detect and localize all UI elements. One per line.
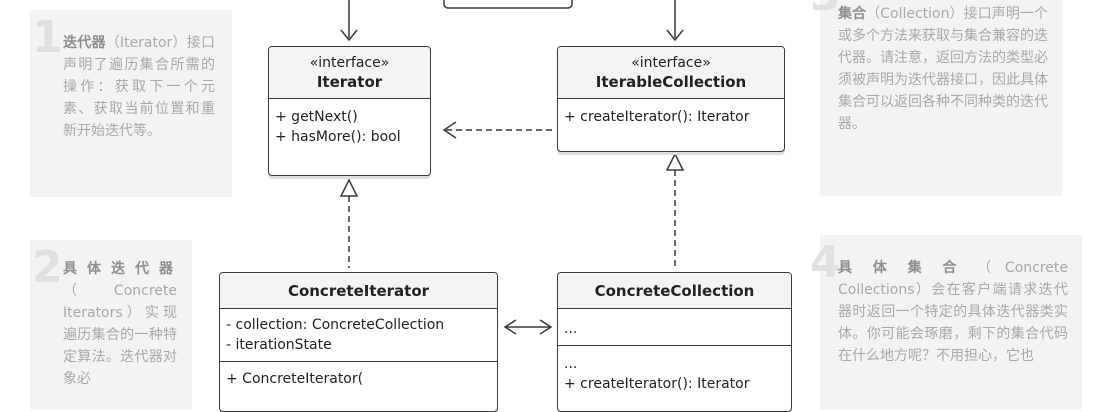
concrete-iterator-class: ConcreteIterator - collection: ConcreteC… (219, 272, 498, 412)
client-box-edge (443, 0, 573, 9)
stereotype-label: «interface» (631, 55, 711, 71)
field: - collection: ConcreteCollection (226, 317, 445, 333)
realization-triangle-collection (665, 152, 685, 171)
field: - iterationState (226, 337, 332, 353)
note-title: 迭代器 (63, 35, 106, 51)
association-arrowhead-right (539, 319, 553, 335)
note-4: 4 具体集合（Concrete Collections）会在客户端请求迭代器时返… (810, 235, 1082, 410)
note-title: 具体集合 (838, 260, 978, 276)
note-text: （Collection）接口声明一个或多个方法来获取与集合兼容的迭代器。请注意，… (838, 6, 1049, 132)
note-text: （Concrete Collections）会在客户端请求迭代器时返回一个特定的… (838, 260, 1069, 364)
method: + createIterator(): Iterator (564, 376, 750, 392)
note-text: （Concrete Iterators）实现遍历集合的一种特定算法。迭代器对象必 (63, 283, 177, 387)
method: ... (564, 356, 578, 372)
class-name: IterableCollection (595, 73, 747, 91)
method: + ConcreteIterator( (226, 371, 364, 387)
methods-section: ... + createIterator(): Iterator (558, 346, 791, 397)
methods-section: + createIterator(): Iterator (558, 99, 784, 130)
realization-triangle-iterator (339, 178, 359, 197)
note-1: 1 迭代器（Iterator）接口声明了遍历集合所需的操作：获取下一个元素、获取… (30, 10, 232, 197)
arrowhead-down-iterator (340, 29, 358, 42)
class-name: ConcreteIterator (287, 282, 430, 300)
connector-lines (339, 0, 685, 335)
methods-section: + ConcreteIterator( (220, 362, 497, 392)
note-number: 4 (810, 237, 841, 288)
note-number: 1 (32, 12, 63, 63)
arrowhead-down-collection (666, 29, 684, 42)
method: + hasMore(): bool (275, 129, 401, 145)
association-arrowhead-left (503, 319, 517, 335)
note-3: 3 集合（Collection）接口声明一个或多个方法来获取与集合兼容的迭代器。… (810, 0, 1062, 196)
fields-section: - collection: ConcreteCollection - itera… (220, 309, 497, 362)
note-title: 具体迭代器 (63, 261, 177, 277)
field: ... (564, 321, 578, 337)
class-name: ConcreteCollection (594, 282, 755, 300)
note-text: （Iterator）接口声明了遍历集合所需的操作：获取下一个元素、获取当前位置和… (63, 35, 215, 139)
note-number: 3 (810, 0, 841, 18)
note-2: 2 具体迭代器 （Concrete Iterators）实现遍历集合的一种特定算法… (30, 240, 192, 410)
iterable-collection-interface: «interface» IterableCollection + createI… (557, 46, 785, 152)
methods-section: + getNext() + hasMore(): bool (269, 99, 430, 150)
iterator-interface: «interface» Iterator + getNext() + hasMo… (268, 46, 431, 176)
note-number: 2 (32, 242, 63, 293)
stereotype-label: «interface» (309, 55, 390, 71)
class-name: Iterator (316, 73, 383, 91)
method: + createIterator(): Iterator (564, 109, 750, 125)
note-title: 集合 (838, 6, 867, 22)
method: + getNext() (275, 109, 358, 125)
concrete-collection-class: ConcreteCollection ... ... + createItera… (557, 272, 792, 412)
dependency-arrowhead (442, 121, 457, 139)
fields-section: ... (558, 309, 791, 346)
